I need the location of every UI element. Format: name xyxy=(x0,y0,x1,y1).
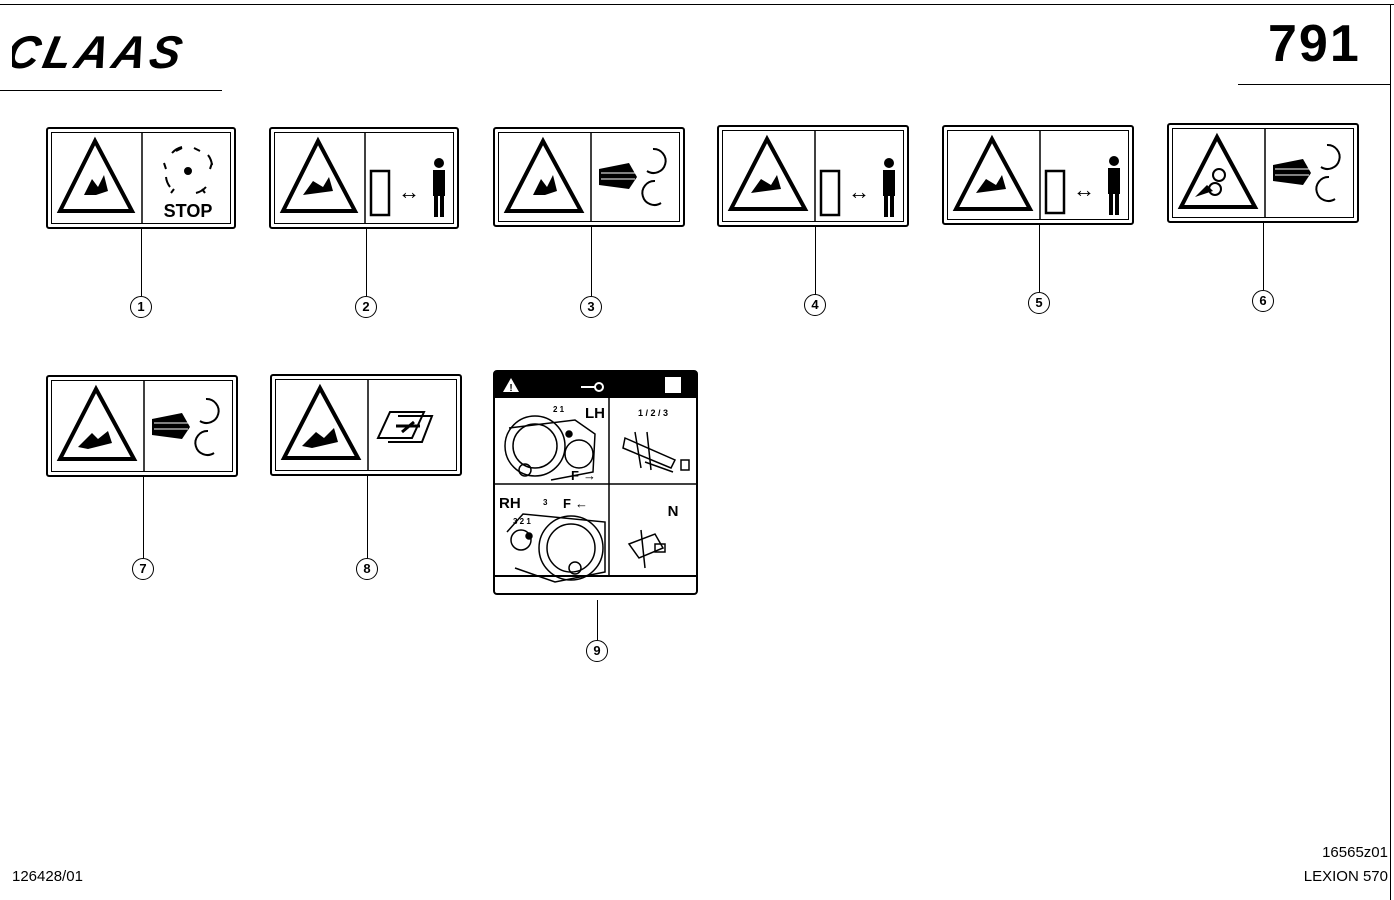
rotating-rollers-icon xyxy=(1315,143,1341,202)
callout-4: 4 xyxy=(804,294,826,316)
page-number: 791 xyxy=(1268,15,1361,73)
key-icon xyxy=(581,382,604,392)
callout-8: 8 xyxy=(356,558,378,580)
drawing-id: 16565z01 xyxy=(1322,844,1388,861)
decal-4: ↔ xyxy=(717,125,909,227)
machine-outline-icon xyxy=(819,169,841,217)
decal-9: ! LH 2 1 F → 1 / 2 / 3 RH xyxy=(493,370,698,595)
rh-label: RH xyxy=(499,495,521,512)
leader-line-2 xyxy=(366,229,367,296)
hand-crush-icon xyxy=(152,413,190,439)
brand-logo: CLAAS xyxy=(1,26,232,81)
warning-triangle-icon xyxy=(279,136,359,213)
rh-top-number: 3 xyxy=(543,498,548,507)
distance-arrow-icon: ↔ xyxy=(848,179,870,204)
leader-line-5 xyxy=(1039,225,1040,292)
leader-line-9 xyxy=(597,600,598,640)
glove-icon xyxy=(665,377,681,393)
warning-triangle-icon xyxy=(952,134,1034,211)
decal-2: ↔ xyxy=(269,127,459,229)
manual-book-icon xyxy=(376,411,434,443)
warning-triangle-icon xyxy=(280,383,362,460)
warning-triangle-icon xyxy=(56,136,136,213)
neutral-label: N xyxy=(668,503,679,520)
leader-line-4 xyxy=(815,227,816,296)
leader-line-7 xyxy=(143,477,144,558)
lh-position-numbers: 2 1 xyxy=(553,405,565,414)
callout-5: 5 xyxy=(1028,292,1050,314)
leader-line-6 xyxy=(1263,223,1264,290)
rotating-rollers-icon xyxy=(194,397,220,456)
person-icon xyxy=(433,158,445,217)
decal-7 xyxy=(46,375,238,477)
neutral-lever-drawing xyxy=(627,529,666,569)
page-number-rule xyxy=(1238,84,1390,85)
rotating-parts-icon xyxy=(163,146,213,194)
callout-1: 1 xyxy=(130,296,152,318)
document-number: 126428/01 xyxy=(12,868,83,885)
svg-text:←: ← xyxy=(575,496,588,511)
callout-7: 7 xyxy=(132,558,154,580)
decal-6 xyxy=(1167,123,1359,223)
person-icon xyxy=(1108,156,1120,215)
callout-9: 9 xyxy=(586,640,608,662)
distance-arrow-icon: ↔ xyxy=(398,179,420,204)
svg-text:CLAAS: CLAAS xyxy=(12,28,191,76)
model-name: LEXION 570 xyxy=(1303,868,1388,885)
warning-small-icon xyxy=(503,378,519,392)
rh-forward-label: F xyxy=(563,496,571,511)
warning-triangle-icon xyxy=(1177,132,1259,209)
hand-crush-icon xyxy=(1273,159,1311,185)
callout-3: 3 xyxy=(580,296,602,318)
frame-top-line xyxy=(0,4,1394,5)
rotating-rollers-icon xyxy=(641,147,667,206)
warning-triangle-icon xyxy=(56,384,138,461)
hand-crush-icon xyxy=(599,163,637,189)
frame-right-line xyxy=(1390,4,1391,900)
svg-text:!: ! xyxy=(509,383,512,394)
lh-gearbox-drawing xyxy=(504,415,596,481)
svg-text:→: → xyxy=(583,468,596,483)
logo-rule xyxy=(0,90,222,91)
decal-1: STOP xyxy=(46,127,236,229)
leader-line-1 xyxy=(141,229,142,296)
rh-position-numbers: 3 2 1 xyxy=(513,517,531,526)
callout-6: 6 xyxy=(1252,290,1274,312)
position-sequence-label: 1 / 2 / 3 xyxy=(638,408,668,418)
lh-forward-label: F xyxy=(571,468,579,483)
warning-triangle-icon xyxy=(503,136,585,213)
decal-3 xyxy=(493,127,685,227)
machine-outline-icon xyxy=(1044,169,1066,215)
rh-gearbox-drawing xyxy=(506,513,606,583)
leader-line-8 xyxy=(367,476,368,558)
callout-2: 2 xyxy=(355,296,377,318)
person-icon xyxy=(883,158,895,217)
warning-triangle-icon xyxy=(727,134,809,211)
decal-8 xyxy=(270,374,462,476)
lh-label: LH xyxy=(585,405,605,422)
machine-outline-icon xyxy=(369,169,391,217)
distance-arrow-icon: ↔ xyxy=(1073,177,1095,202)
decal-5: ↔ xyxy=(942,125,1134,225)
leader-line-3 xyxy=(591,227,592,296)
shift-lever-drawing xyxy=(622,431,690,473)
stop-label: STOP xyxy=(164,201,213,221)
